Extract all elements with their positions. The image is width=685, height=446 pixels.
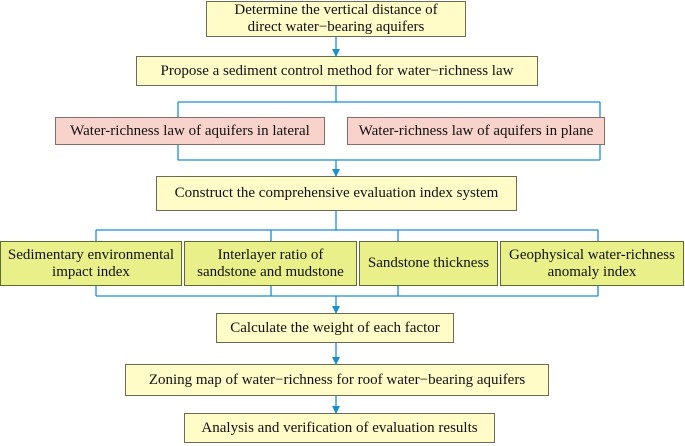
node-sedimentary-index: Sedimentary environmental impact index	[0, 241, 182, 286]
node-law-lateral: Water-richness law of aquifers in latera…	[55, 117, 325, 145]
node-propose-sediment-control: Propose a sediment control method for wa…	[136, 56, 538, 86]
node-sandstone-thickness: Sandstone thickness	[359, 241, 498, 286]
node-law-plane: Water-richness law of aquifers in plane	[347, 117, 605, 145]
node-construct-index-system: Construct the comprehensive evaluation i…	[156, 176, 517, 211]
node-analysis-verification: Analysis and verification of evaluation …	[184, 413, 495, 443]
node-geophysical-index: Geophysical water-richness anomaly index	[500, 241, 684, 286]
node-determine-vertical-distance: Determine the vertical distance of direc…	[206, 1, 466, 37]
node-interlayer-ratio: Interlayer ratio of sandstone and mudsto…	[184, 241, 357, 286]
node-zoning-map: Zoning map of water−richness for roof wa…	[125, 364, 549, 396]
node-calculate-weight: Calculate the weight of each factor	[216, 313, 454, 343]
